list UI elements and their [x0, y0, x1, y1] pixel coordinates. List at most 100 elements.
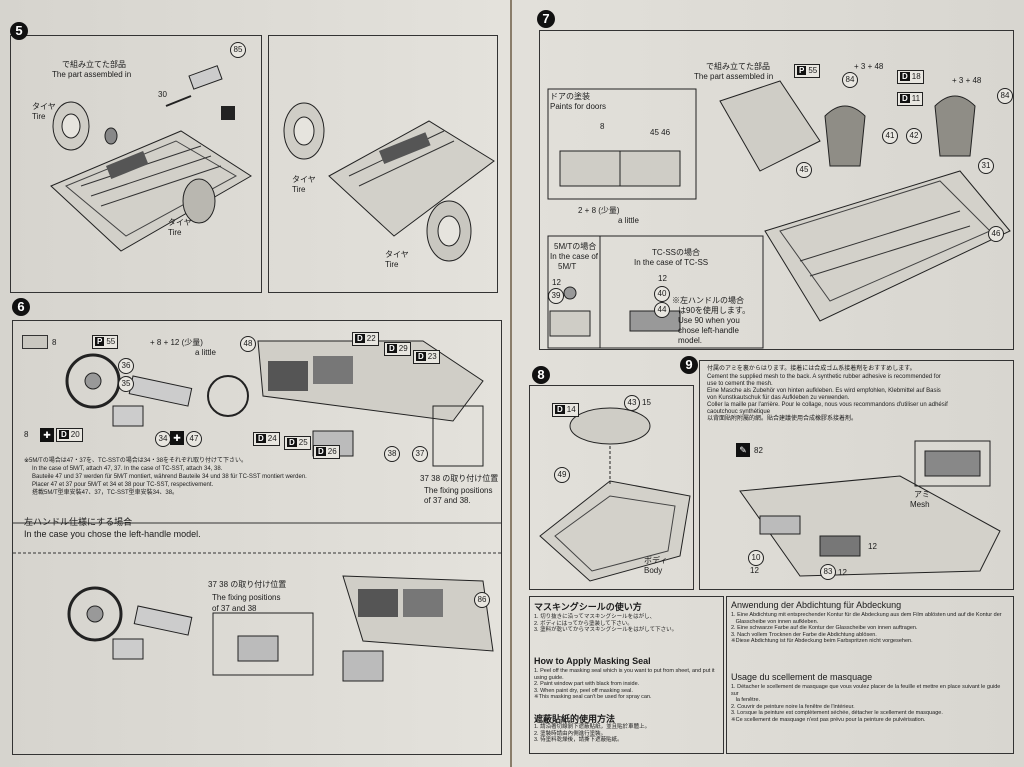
doors-a-little: a little — [618, 216, 639, 225]
mesh-jp: アミ — [914, 490, 930, 499]
mix-en: a little — [195, 348, 216, 357]
flag-icon: ✚ — [40, 428, 54, 442]
part-38: 38 — [384, 446, 400, 462]
mix-1: + 3 + 48 — [854, 62, 884, 71]
part-46: 46 — [988, 226, 1004, 242]
mt-en2: 5M/T — [558, 262, 577, 271]
step9-cn: 以背面貼附附屬的網。貼合建議使用合成橡膠系接着剤。 — [707, 416, 858, 422]
paint-code-8: 8 — [52, 338, 57, 347]
d-24-value: 24 — [267, 434, 277, 443]
paint-55-value: 55 — [808, 66, 818, 75]
step-number-7: 7 — [537, 10, 555, 28]
step-8-panel — [529, 385, 694, 590]
chassis-drawing — [50, 65, 252, 252]
tire-en-3: Tire — [292, 185, 306, 194]
abdeckung-fr-lines: 1. Détacher le scellement de masquage qu… — [731, 684, 1001, 723]
part-40: 40 — [654, 286, 670, 302]
part-49: 49 — [554, 467, 570, 483]
part-36: 36 — [118, 358, 134, 374]
step-number-8: 8 — [532, 366, 550, 384]
front-bumper-drawing — [739, 440, 1001, 577]
step-7-panel — [539, 30, 1014, 350]
tire-en-1: Tire — [32, 112, 46, 121]
left-note-jp: ※左ハンドルの場合 — [672, 296, 744, 305]
doors-paint-8: 8 — [600, 122, 605, 131]
left-note-en3: model. — [678, 336, 703, 345]
body-en: Body — [644, 566, 663, 575]
part-37: 37 — [412, 446, 428, 462]
part-30-label: 30 — [158, 90, 167, 99]
part-86: 86 — [474, 592, 490, 608]
paint-code-55-value: 55 — [106, 337, 116, 346]
d-14-value: 14 — [566, 405, 576, 414]
flag-icon: ✚ — [170, 431, 184, 445]
step-number-6: 6 — [12, 298, 30, 316]
part-42: 42 — [906, 128, 922, 144]
part-35: 35 — [118, 376, 134, 392]
step-5-panel-b — [268, 35, 498, 293]
d-29-value: 29 — [398, 344, 408, 353]
step5-note-jp: で組み立てた部品 — [62, 60, 126, 69]
step-9-panel — [699, 360, 1014, 590]
step9-fr: Coller la maille par l'arrière. Pour le … — [707, 402, 948, 408]
left-note-en1: Use 90 when you — [678, 316, 740, 325]
masking-jp-en-panel — [529, 596, 724, 754]
masking-de-fr-panel — [726, 596, 1014, 754]
doors-jp: ドアの塗装 — [550, 92, 590, 101]
paint-12c-s9: 12 — [868, 542, 877, 551]
d-11-value: 11 — [911, 94, 921, 103]
step7-note-en: The part assembled in — [694, 72, 774, 81]
tire-jp-2: タイヤ — [168, 218, 192, 227]
masking-title-jp: マスキングシールの使い方 — [534, 602, 642, 612]
instruction-sheet-left: 5 で組み立てた部品 The part assembled in 85 30 タ… — [0, 0, 510, 767]
step6-note-de: Bauteile 47 und 37 werden für 5M/T monti… — [32, 474, 307, 480]
step9-en1: Cement the supplied mesh to the back. A … — [707, 374, 941, 380]
part-84: 84 — [842, 72, 858, 88]
color-swatch-grey — [22, 335, 48, 349]
doors-en: Paints for doors — [550, 102, 607, 111]
mt-en1: In the case of — [550, 252, 599, 261]
part-44: 44 — [654, 302, 670, 318]
part-10: 10 — [748, 550, 764, 566]
tire-jp-3: タイヤ — [292, 175, 316, 184]
abdeckung-title-de: Anwendung der Abdichtung für Abdeckung — [731, 600, 902, 610]
d-23-value: 23 — [427, 352, 437, 361]
d-26-value: 26 — [327, 447, 337, 456]
left-handle-title-jp: 左ハンドル仕様にする場合 — [24, 517, 133, 527]
left-handle-title-en: In the case you chose the left-handle mo… — [24, 529, 201, 539]
fixing-jp: 37 38 の取り付け位置 — [420, 474, 499, 483]
part-43: 43 — [624, 395, 640, 411]
paint-12b: 12 — [658, 274, 667, 283]
step9-fr2: caoutchouc synthétique — [707, 409, 771, 415]
mesh-en: Mesh — [910, 500, 930, 509]
part-31: 31 — [978, 158, 994, 174]
part-82: 82 — [754, 446, 763, 455]
step9-de: Eine Masche als Zubehör von hinten aufkl… — [707, 388, 941, 394]
tire-jp-1: タイヤ — [32, 102, 56, 111]
part-83: 83 — [820, 564, 836, 580]
step6-note-fr: Placer 47 et 37 pour 5M/T et 34 et 38 po… — [32, 482, 214, 488]
masking-title-en: How to Apply Masking Seal — [534, 656, 651, 666]
mix-note: + 8 + 12 (少量) — [150, 338, 203, 347]
step9-en2: use to cement the mesh. — [707, 381, 773, 387]
step9-jp: 付属のアミを裏からはります。接着には合成ゴム系接着剤をおすすめします。 — [707, 366, 916, 372]
tc-jp: TC-SSの場合 — [652, 248, 700, 257]
abdeckung-title-fr: Usage du scellement de masquage — [731, 672, 873, 682]
tc-en: In the case of TC-SS — [634, 258, 709, 267]
masking-cn-lines: 1. 請沿著切線剝下遮蔽貼紙，並且貼於車體上。 2. 塗裝時請由內側進行塗裝。 … — [534, 724, 651, 743]
part-41: 41 — [882, 128, 898, 144]
d-18-value: 18 — [911, 72, 921, 81]
body-drawing — [539, 407, 691, 582]
abdeckung-de-lines: 1. Eine Abdichtung mit entsprechender Ko… — [731, 612, 1002, 644]
masking-jp-lines: 1. 切り抜きに沿ってマスキングシールをはがし、 2. ボディにはってから塗装し… — [534, 614, 678, 633]
step7-note-jp: で組み立てた部品 — [706, 62, 770, 71]
